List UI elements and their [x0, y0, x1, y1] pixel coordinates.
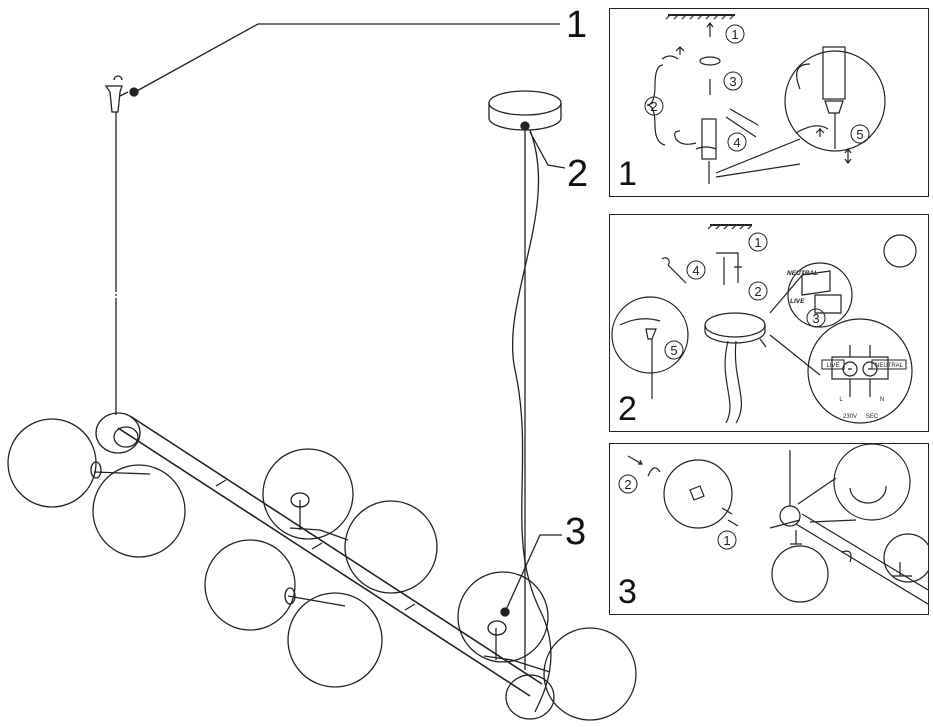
step-1-label: 1: [754, 235, 761, 250]
step-4-label: 4: [733, 135, 740, 150]
neutral-tag: NEUTRAL: [787, 270, 818, 277]
step-4-label: 4: [692, 263, 699, 278]
ceiling-canopy: [488, 90, 562, 131]
bar-end-cap-left: [95, 412, 141, 454]
power-cord: [511, 129, 552, 713]
neutral-box-label: NEUTRAL: [875, 363, 904, 369]
ceiling-hook: [104, 75, 123, 113]
panel-2-number: 2: [618, 390, 637, 428]
step-3-label: 3: [729, 74, 736, 89]
panel-1-number: 1: [618, 155, 637, 193]
panel-3-number: 3: [618, 573, 637, 611]
callout-2-leader: [529, 131, 566, 169]
callout-label-1: 1: [566, 4, 588, 46]
screw-marker: [129, 87, 139, 97]
step-5-label: 5: [670, 343, 677, 358]
callout-1-leader: [134, 23, 560, 93]
instruction-panel-2: 1 2 3 4 5 NEUTRAL LIVE LIVE NEUTRAL L N …: [609, 214, 929, 432]
callout-label-2: 2: [567, 153, 589, 195]
instruction-panel-3: 2 1 3: [609, 443, 929, 615]
step-1-label: 1: [723, 533, 730, 548]
callout-label-3: 3: [565, 511, 587, 553]
step-5-label: 5: [856, 127, 863, 142]
live-box-label: LIVE: [826, 363, 839, 369]
glass-globes: [7, 418, 637, 721]
bar-end-cap-right: [505, 674, 555, 720]
step-markers-panel-3: 2 1: [618, 474, 737, 550]
live-tag: LIVE: [790, 298, 805, 305]
callout-3-leader: [504, 534, 562, 613]
step-2-label: 2: [754, 284, 761, 299]
voltage-label: 230V: [843, 414, 857, 420]
chandelier-bar: [117, 415, 543, 697]
terminal-l-label: L: [839, 397, 843, 403]
step-1-label: 1: [731, 27, 738, 42]
step-markers-panel-1: 1 3 2 4 5: [644, 24, 870, 152]
instruction-panel-1: 1 3 2 4 5 1: [609, 8, 929, 197]
wiring-labels-panel-2: 1 2 3 4 5 NEUTRAL LIVE LIVE NEUTRAL L N …: [664, 232, 907, 420]
globe-sockets: [90, 461, 551, 673]
sec-label: SEC: [866, 414, 879, 420]
step-2-label: 2: [650, 99, 657, 114]
step-3-label: 3: [812, 311, 819, 326]
step-2-label: 2: [624, 477, 631, 492]
terminal-n-label: N: [880, 397, 884, 403]
